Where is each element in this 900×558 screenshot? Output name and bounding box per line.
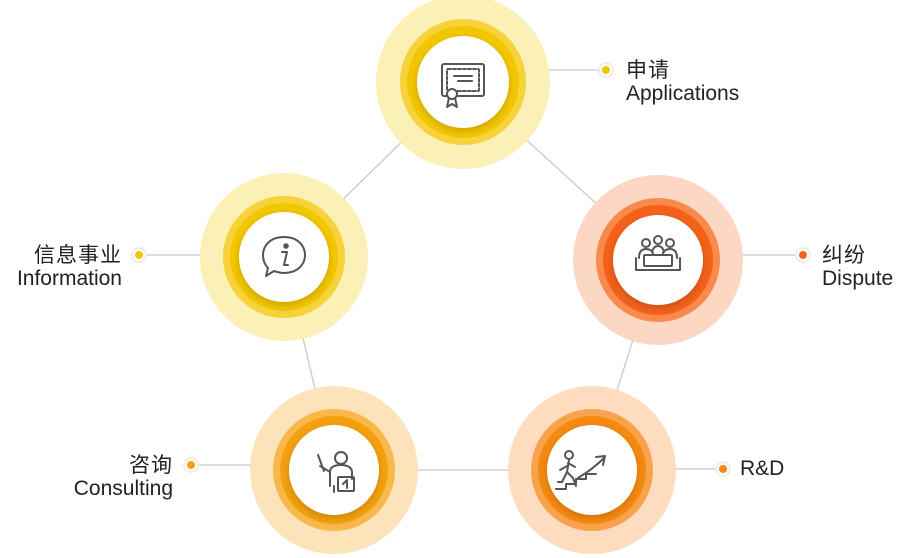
label-zh: 申请 [626, 58, 670, 82]
label-en: R&D [740, 457, 785, 480]
label-zh: 信息事业 [34, 243, 122, 267]
leader-end-dot-core [719, 465, 727, 473]
label-zh: 纠纷 [822, 243, 866, 267]
leader-end-dot-core [602, 66, 610, 74]
label-applications: 申请 Applications [626, 58, 739, 106]
node-applications [376, 0, 550, 169]
node-rnd [508, 386, 676, 554]
label-zh: 咨询 [129, 453, 173, 477]
label-en: Applications [626, 82, 740, 106]
meeting-table-icon [635, 235, 681, 271]
node-consulting [250, 386, 418, 554]
presenter-icon [317, 451, 355, 493]
label-en: Dispute [822, 267, 894, 291]
leader-end-dot-core [187, 461, 195, 469]
info-bubble-icon [262, 236, 306, 277]
label-rnd: R&D [740, 457, 784, 481]
growth-climb-icon [555, 450, 606, 490]
leader-end-dot-core [135, 251, 143, 259]
label-en: Consulting [73, 477, 173, 501]
leader-end-dot-core [799, 251, 807, 259]
node-dispute [573, 175, 743, 345]
certificate-icon [441, 63, 485, 108]
label-dispute: 纠纷 Dispute [822, 243, 893, 291]
label-information: 信息事业 Information [17, 243, 122, 291]
label-en: Information [16, 267, 122, 291]
label-consulting: 咨询 Consulting [74, 453, 173, 501]
node-information [200, 173, 368, 341]
